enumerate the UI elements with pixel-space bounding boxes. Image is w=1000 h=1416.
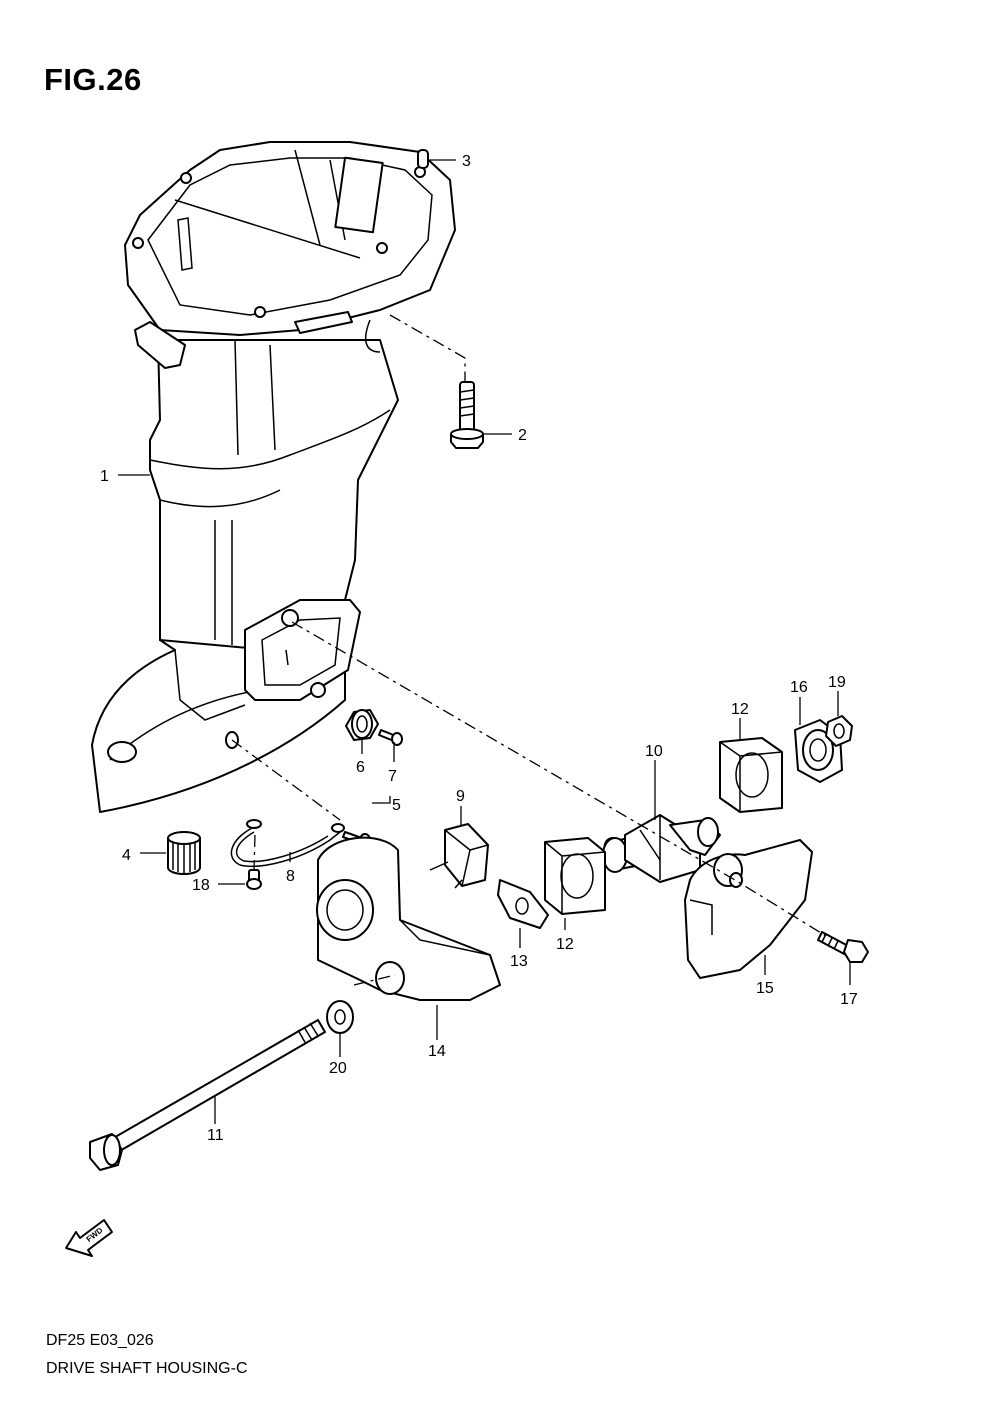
nut-19[interactable]	[825, 715, 853, 747]
callout-18: 18	[192, 877, 210, 894]
callout-19: 19	[828, 674, 846, 691]
callout-5: 5	[392, 797, 401, 814]
callout-8: 8	[286, 868, 295, 885]
clamp-bracket-14[interactable]	[316, 836, 501, 1001]
callout-9: 9	[456, 788, 465, 805]
ground-wire-8[interactable]	[230, 819, 345, 867]
callout-12-upper: 12	[731, 701, 749, 718]
washer-plate-13[interactable]	[497, 879, 549, 929]
callout-15: 15	[756, 980, 774, 997]
grommet-4[interactable]	[167, 831, 201, 875]
figure-title: FIG.26	[44, 62, 142, 97]
screw-7[interactable]	[378, 729, 403, 746]
callout-7: 7	[388, 768, 397, 785]
callout-numbers: 1 2 3 4 5 6 7 8 9 10 11 12 12 13 14 15 1…	[100, 153, 858, 1144]
callout-12-lower: 12	[556, 936, 574, 953]
bolt-2[interactable]	[450, 381, 484, 449]
long-bolt-11[interactable]	[89, 1019, 326, 1171]
callout-13: 13	[510, 953, 528, 970]
callout-11: 11	[207, 1127, 224, 1144]
callout-1: 1	[100, 468, 109, 485]
callout-14: 14	[428, 1043, 446, 1060]
figure-code: DF25 E03_026	[46, 1332, 154, 1349]
bolt-17[interactable]	[817, 931, 869, 963]
washer-20[interactable]	[326, 1000, 354, 1034]
leader-lines	[118, 159, 851, 1124]
callout-20: 20	[329, 1060, 347, 1077]
callout-6: 6	[356, 759, 365, 776]
callout-17: 17	[840, 991, 858, 1008]
pin-3[interactable]	[417, 149, 429, 169]
plate-12-upper[interactable]	[719, 737, 783, 813]
mount-9[interactable]	[429, 823, 489, 889]
callout-16: 16	[790, 679, 808, 696]
callout-10: 10	[645, 743, 663, 760]
figure-description: DRIVE SHAFT HOUSING-C	[46, 1360, 248, 1377]
bushing-6[interactable]	[345, 709, 379, 741]
assembly-lines	[231, 314, 827, 986]
callout-2: 2	[518, 427, 527, 444]
plate-12-lower[interactable]	[544, 837, 606, 915]
callout-3: 3	[462, 153, 471, 170]
drive-shaft-housing[interactable]	[91, 141, 456, 813]
screw-18[interactable]	[246, 869, 262, 890]
callout-4: 4	[122, 847, 131, 864]
engine-mount-10[interactable]	[602, 814, 721, 883]
cover-15[interactable]	[684, 839, 813, 979]
fwd-arrow-icon: FWD	[65, 1219, 113, 1257]
